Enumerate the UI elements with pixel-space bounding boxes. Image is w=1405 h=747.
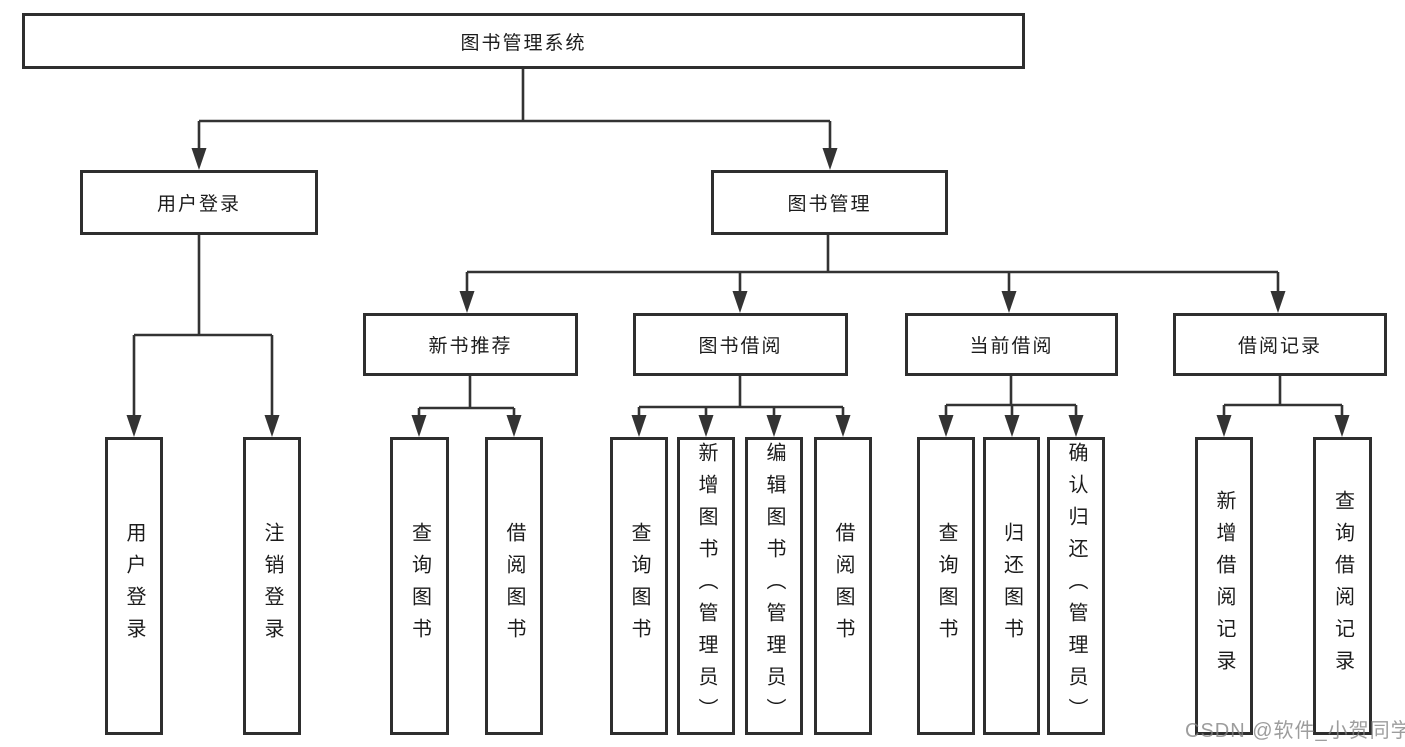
node-root-library-system: 图书管理系统: [22, 13, 1025, 69]
leaf-add-books-admin: 新增图书（管理员）: [677, 437, 735, 735]
leaf-user-login: 用户登录: [105, 437, 163, 735]
csdn-watermark: CSDN @软件_小贺同学: [1185, 720, 1405, 742]
leaf-query-books-recommend: 查询图书: [390, 437, 449, 735]
leaf-borrow-books: 借阅图书: [814, 437, 872, 735]
leaf-logout: 注销登录: [243, 437, 301, 735]
leaf-query-books-current: 查询图书: [917, 437, 975, 735]
leaf-edit-books-admin: 编辑图书（管理员）: [745, 437, 803, 735]
node-user-login-branch: 用户登录: [80, 170, 318, 235]
node-current-borrow: 当前借阅: [905, 313, 1118, 376]
node-book-borrow: 图书借阅: [633, 313, 848, 376]
leaf-confirm-return-admin: 确认归还（管理员）: [1047, 437, 1105, 735]
leaf-return-books: 归还图书: [983, 437, 1040, 735]
leaf-add-borrow-record: 新增借阅记录: [1195, 437, 1253, 735]
node-borrow-records: 借阅记录: [1173, 313, 1387, 376]
leaf-query-borrow-record: 查询借阅记录: [1313, 437, 1372, 735]
node-new-book-recommend: 新书推荐: [363, 313, 578, 376]
leaf-query-books-borrow: 查询图书: [610, 437, 668, 735]
leaf-borrow-books-recommend: 借阅图书: [485, 437, 543, 735]
node-book-management-branch: 图书管理: [711, 170, 948, 235]
